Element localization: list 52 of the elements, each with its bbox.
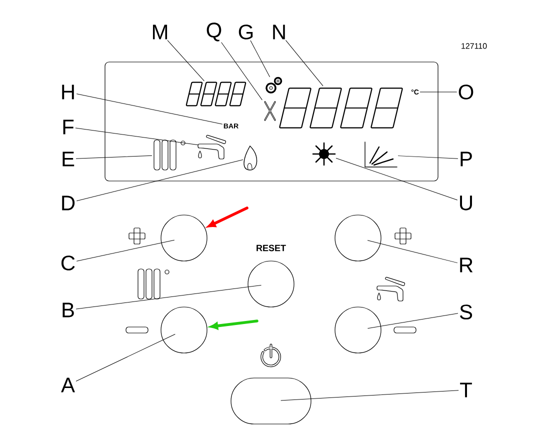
snowflake-icon (312, 142, 336, 166)
leader-line (76, 155, 152, 159)
leader-line (221, 42, 262, 100)
callout-letter: F (63, 120, 74, 134)
leader-line (75, 128, 198, 146)
tools-icon (264, 101, 276, 121)
arrow (208, 206, 248, 228)
leader-line (280, 390, 459, 401)
callout-letter: H (62, 84, 74, 100)
round-button (248, 260, 294, 308)
power-button (230, 378, 312, 424)
leader-line (76, 334, 176, 382)
leader-line (76, 240, 174, 262)
digit-display (186, 82, 246, 106)
solar-icon (364, 142, 398, 168)
round-button (334, 306, 382, 354)
round-button (160, 306, 208, 354)
leader-line (167, 40, 204, 82)
callout-letter: G (238, 24, 253, 40)
callout-letter: S (460, 304, 472, 320)
leader-line (286, 40, 324, 86)
flame-icon (244, 146, 258, 170)
leader-line (76, 160, 244, 202)
leader-line (336, 158, 458, 200)
leader-line (368, 313, 458, 329)
callout-letter: Q (206, 22, 222, 42)
callout-letter: C (61, 256, 75, 270)
callout-letter: A (61, 378, 75, 392)
gear-icon (266, 76, 282, 94)
leader-line (250, 40, 270, 78)
round-button (334, 214, 382, 262)
callout-letter: R (460, 258, 473, 272)
callout-letter: T (460, 382, 472, 398)
callout-letter: O (458, 84, 474, 100)
callout-letter: D (62, 196, 75, 210)
arrow (210, 320, 258, 330)
callout-letter: P (460, 152, 472, 166)
leader-line (367, 240, 458, 264)
leader-line (76, 285, 262, 310)
callout-letter: B (62, 302, 74, 318)
callout-letter: U (460, 196, 472, 210)
callout-letter: E (62, 152, 74, 166)
round-button (160, 214, 208, 262)
leader-line (398, 156, 458, 159)
callout-letter: M (152, 24, 168, 40)
button-label: RESET (256, 244, 286, 252)
leader-line (76, 94, 222, 124)
digit-display (279, 88, 403, 128)
radiator-icon (154, 140, 186, 170)
tap-icon (198, 134, 226, 160)
callout-letter: N (273, 24, 285, 40)
drawing-number: 127110 (462, 43, 487, 49)
